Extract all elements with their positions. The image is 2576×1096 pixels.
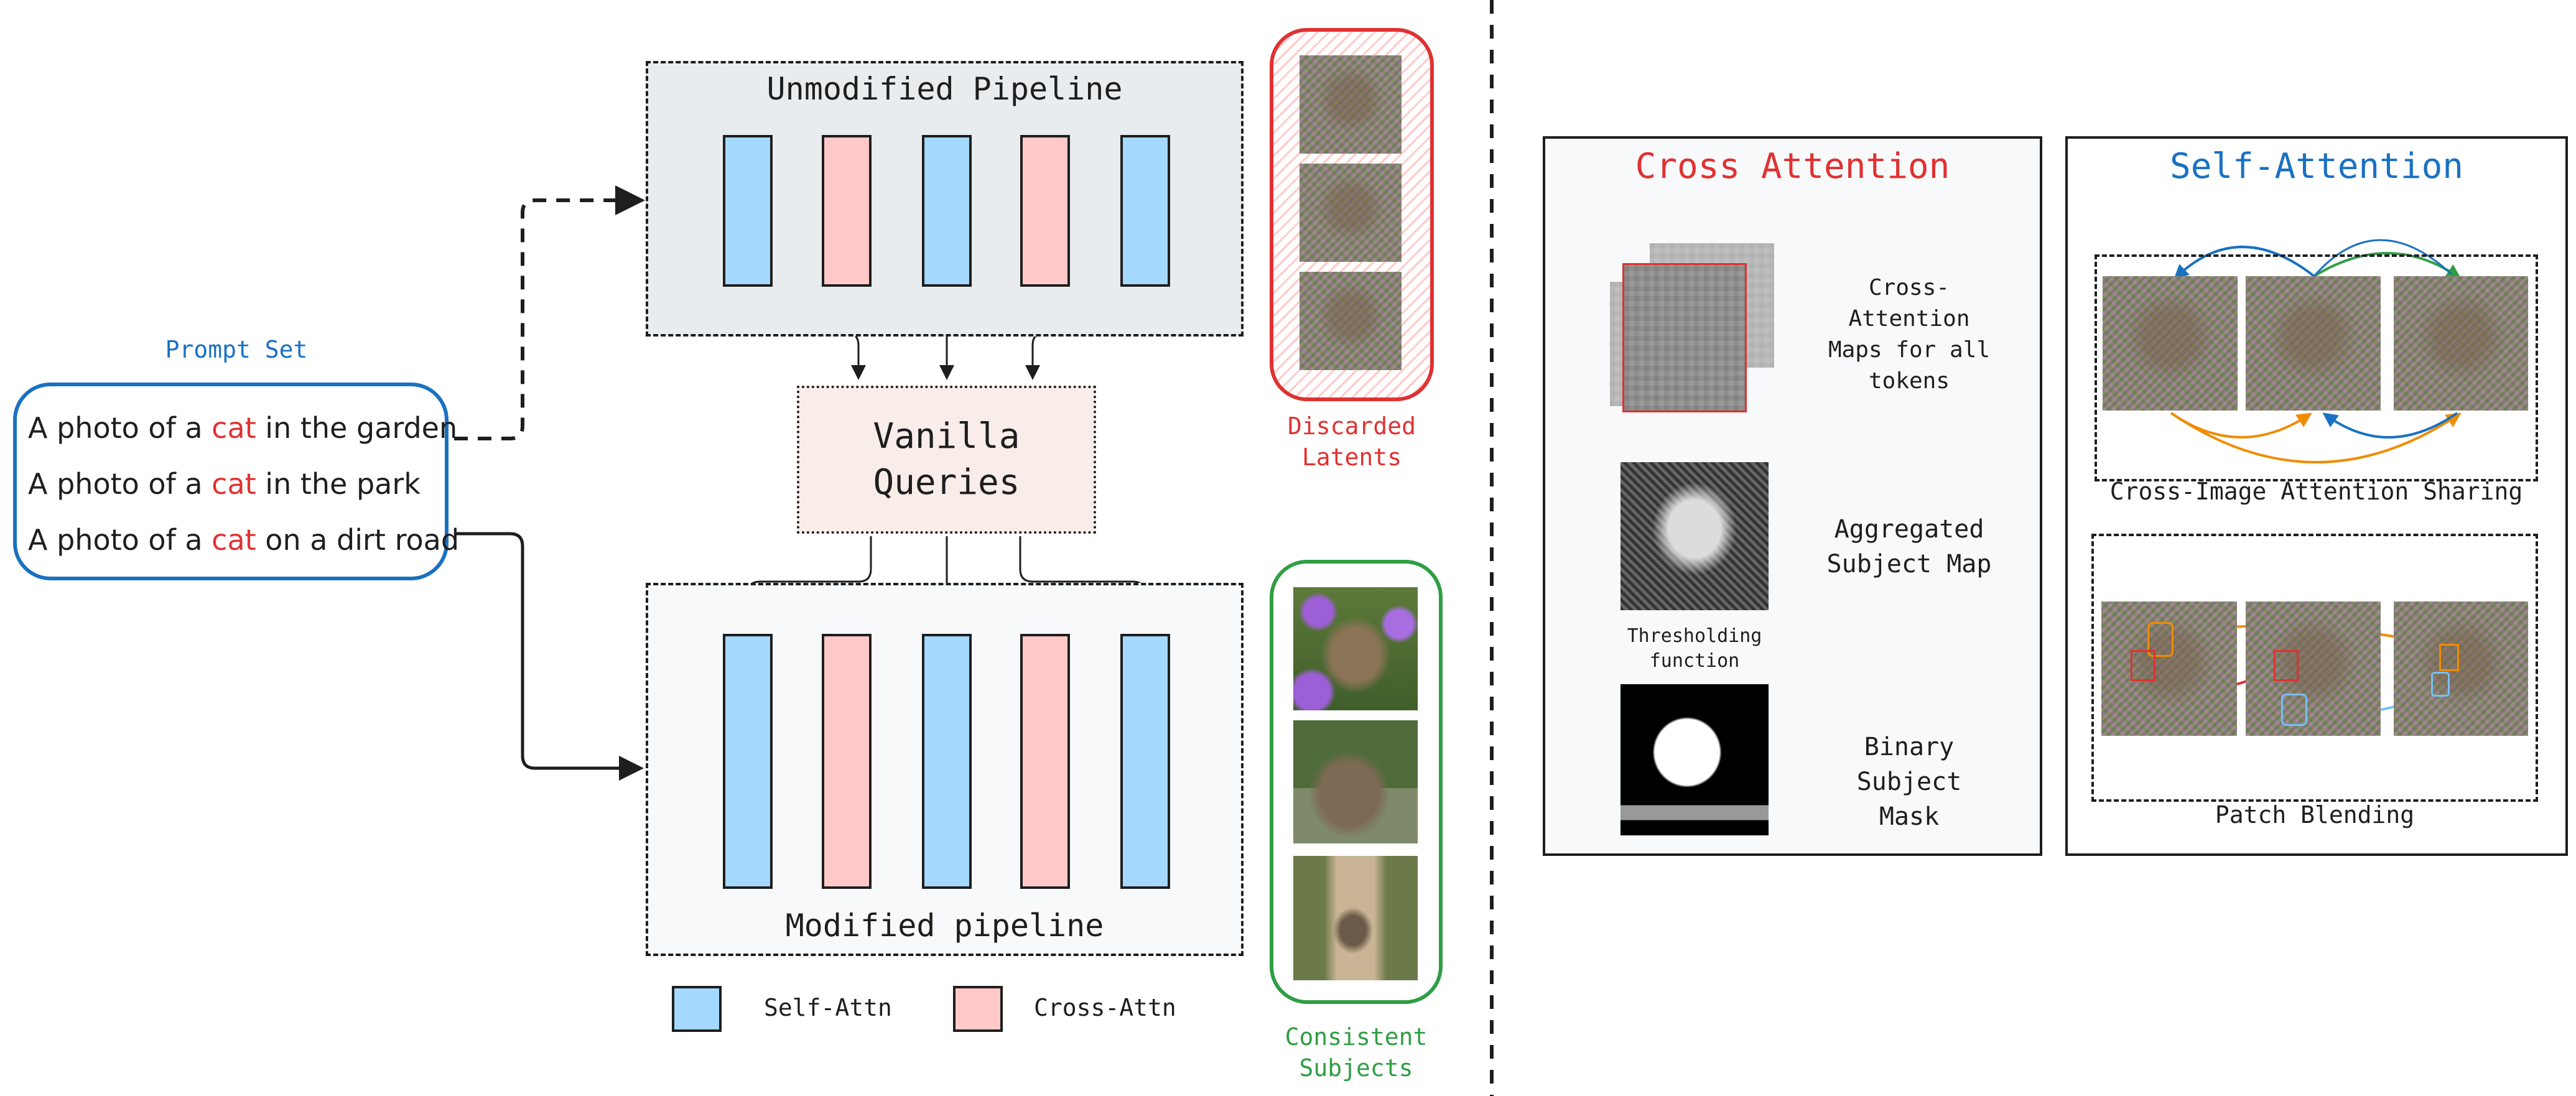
red-patch: [2274, 650, 2299, 681]
prompt-prefix: A photo of a: [28, 523, 212, 557]
modified-pipeline-title: Modified pipeline: [785, 908, 1104, 944]
noisy-cat-park: [2246, 601, 2381, 736]
prompt-suffix: on a dirt road: [256, 523, 460, 557]
self-attention-panel: Self-Attention: [2065, 136, 2568, 856]
prompt-subject: cat: [212, 411, 256, 445]
cross-attn-block: [822, 135, 872, 287]
cross-attention-title: Cross Attention: [1635, 146, 1950, 187]
legend-self-attn-label: Self-Attn: [764, 994, 892, 1021]
orange-arc-bottom-2: [2170, 412, 2462, 463]
self-attn-block: [723, 135, 773, 287]
blue-arc-top-2: [2313, 239, 2452, 277]
cat-park-image: [1293, 720, 1418, 843]
vanilla-queries-line2: Queries: [873, 462, 1020, 503]
cross-attn-block: [1020, 135, 1070, 287]
legend-self-attn-swatch: [672, 986, 722, 1032]
lightblue-patch: [2431, 672, 2450, 697]
prompt-set-title: Prompt Set: [165, 336, 308, 363]
binary-subject-mask: [1620, 684, 1769, 835]
maps-label-line: Cross-Attention: [1848, 275, 1970, 332]
maps-label: Cross-Attention Maps for all tokens: [1819, 272, 1999, 397]
prompt-set-box: A photo of a cat in the garden A photo o…: [13, 383, 459, 580]
legend-cross-attn-swatch: [953, 986, 1003, 1032]
self-attn-block: [922, 634, 972, 889]
binary-label: Binary Subject Mask: [1806, 730, 2012, 834]
orange-patch: [2439, 644, 2459, 671]
patch-blending-box: [2091, 534, 2538, 802]
blue-arc-top: [2174, 246, 2315, 280]
prompt-suffix: in the park: [256, 467, 421, 501]
self-attn-block: [1120, 634, 1170, 889]
modified-pipeline: Modified pipeline: [646, 583, 1244, 956]
discarded-latents-box: [1270, 28, 1434, 401]
threshold-label-line: function: [1649, 650, 1740, 672]
discarded-latents-label: Discarded Latents: [1238, 411, 1466, 473]
lightblue-patch: [2281, 694, 2307, 726]
prompt-prefix: A photo of a: [28, 467, 212, 501]
cat-dirt-road-image: [1293, 856, 1418, 980]
attention-sharing-box: [2095, 254, 2538, 481]
red-patch: [2131, 650, 2155, 681]
noisy-cat-park: [2246, 276, 2381, 411]
aggregated-subject-map: [1620, 462, 1769, 610]
prompt-item: A photo of a cat on a dirt road: [28, 523, 459, 557]
vanilla-queries-line1: Vanilla: [873, 416, 1020, 457]
cross-attn-block: [822, 634, 872, 889]
dashed-arrow-to-unmodified: [454, 185, 645, 440]
attention-map-selected: [1622, 263, 1747, 412]
orange-patch: [2147, 622, 2174, 657]
binary-label-line: Mask: [1879, 802, 1940, 831]
discarded-latent-image: [1300, 164, 1402, 262]
self-attn-block: [922, 135, 972, 287]
binary-label-line: Binary Subject: [1856, 733, 1962, 796]
consistent-subjects-label: Consistent Subjects: [1242, 1021, 1470, 1084]
blue-arc-bottom: [2322, 412, 2458, 439]
discarded-latent-image: [1300, 55, 1402, 154]
thresholding-label: Thresholding function: [1607, 624, 1782, 674]
consistent-label-line2: Subjects: [1299, 1054, 1413, 1082]
maps-label-line: Maps for all: [1828, 337, 1991, 363]
patch-blending-label: Patch Blending: [2215, 801, 2415, 829]
prompt-item: A photo of a cat in the park: [28, 467, 421, 501]
noisy-cat-garden: [2103, 276, 2238, 411]
self-attention-title: Self-Attention: [2169, 146, 2463, 187]
prompt-prefix: A photo of a: [28, 411, 212, 445]
consistent-subjects-box: [1270, 560, 1443, 1004]
discarded-label-line2: Latents: [1301, 444, 1402, 471]
prompt-subject: cat: [212, 523, 256, 557]
aggregated-label-line: Aggregated: [1834, 515, 1984, 544]
consistent-label-line1: Consistent: [1285, 1023, 1428, 1051]
prompt-item: A photo of a cat in the garden: [28, 411, 457, 445]
discarded-latent-image: [1300, 272, 1402, 370]
unmodified-pipeline-title: Unmodified Pipeline: [766, 71, 1123, 107]
attention-sharing-label: Cross-Image Attention Sharing: [2109, 478, 2523, 505]
green-arc-top: [2313, 252, 2462, 279]
noisy-cat-road: [2394, 601, 2528, 736]
self-attn-block: [1120, 135, 1170, 287]
noisy-cat-road: [2394, 276, 2528, 411]
unmodified-pipeline: Unmodified Pipeline: [646, 61, 1244, 337]
prompt-subject: cat: [212, 467, 256, 501]
aggregated-label: Aggregated Subject Map: [1819, 512, 1999, 582]
cross-attn-block: [1020, 634, 1070, 889]
cross-attention-panel: Cross Attention Cross-Attention Maps for…: [1543, 136, 2042, 856]
cat-garden-image: [1293, 587, 1418, 710]
vanilla-queries-box: Vanilla Queries: [797, 386, 1096, 534]
maps-label-line: tokens: [1868, 368, 1950, 394]
threshold-label-line: Thresholding: [1627, 625, 1762, 647]
prompt-suffix: in the garden: [256, 411, 458, 445]
discarded-label-line1: Discarded: [1288, 412, 1416, 440]
aggregated-label-line: Subject Map: [1826, 550, 1992, 578]
legend-cross-attn-label: Cross-Attn: [1034, 994, 1176, 1021]
self-attn-block: [723, 634, 773, 889]
arrow-to-modified: [454, 532, 644, 781]
